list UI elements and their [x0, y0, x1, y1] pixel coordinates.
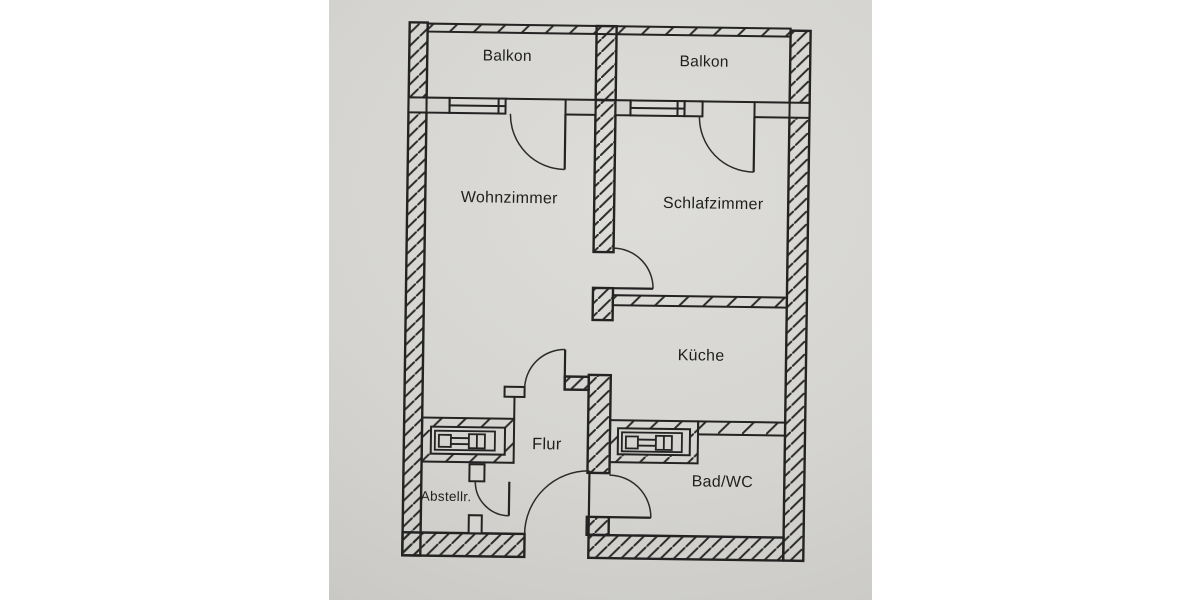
room-label-living-room: Wohnzimmer [461, 189, 559, 207]
balcony-windows [448, 96, 686, 118]
room-label-balcony-left: Balkon [483, 47, 532, 65]
duct-symbols [433, 429, 683, 454]
room-label-kitchen: Küche [678, 347, 725, 365]
door-leaves [507, 114, 756, 535]
room-label-bedroom: Schlafzimmer [663, 195, 764, 213]
door-swing-arcs [474, 113, 754, 534]
room-label-hallway: Flur [532, 435, 562, 453]
floor-lines [505, 97, 755, 419]
room-label-balcony-right: Balkon [679, 53, 728, 71]
room-label-bathroom: Bad/WC [692, 473, 754, 491]
room-label-storage: Abstellr. [421, 489, 472, 505]
